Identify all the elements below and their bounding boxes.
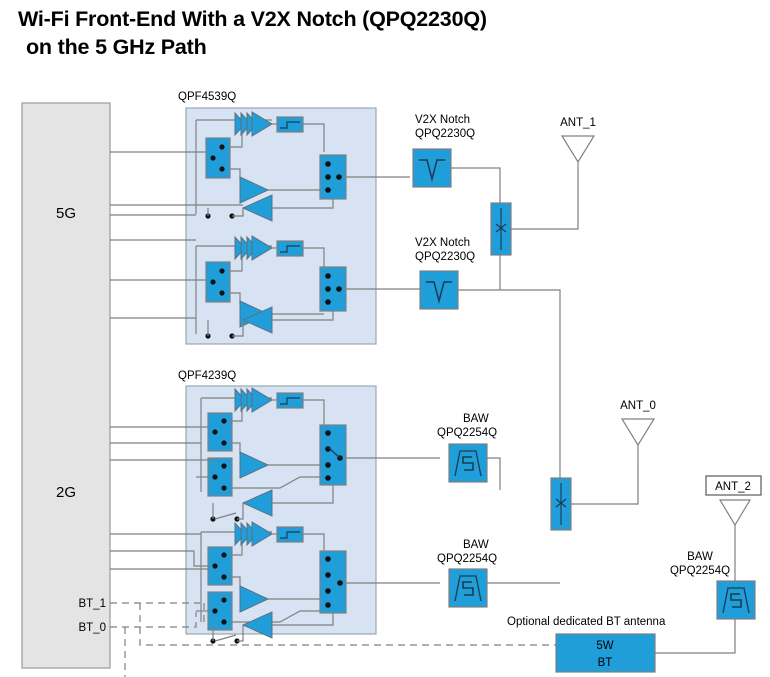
antenna-ant-2: ANT_2 bbox=[655, 475, 762, 654]
pin-bt-0-label: BT_0 bbox=[79, 622, 107, 634]
bt-routing bbox=[110, 602, 600, 677]
chain-5g-2 bbox=[110, 235, 420, 339]
coupler-5g-2 bbox=[276, 240, 304, 257]
switch-input-5g-1 bbox=[205, 137, 231, 179]
bt-block-line2: BT bbox=[598, 657, 613, 669]
notch-filter-icon bbox=[419, 159, 445, 182]
module-qpf4239q bbox=[110, 385, 440, 644]
chain-2g-2 bbox=[110, 521, 440, 644]
antenna-ant-0: ANT_0 bbox=[620, 400, 656, 462]
filter-baw-bt-line2: QPQ2254Q bbox=[670, 565, 730, 577]
filter-v2x-notch-bottom-line1: V2X Notch bbox=[415, 237, 470, 249]
switch-input-2g-1b bbox=[207, 457, 233, 497]
filter-baw-top: BAW QPQ2254Q bbox=[437, 413, 501, 490]
switch-input-5g-2 bbox=[205, 261, 231, 303]
source-block-5g: 5G 2G bbox=[21, 102, 111, 669]
chain-2g-1 bbox=[110, 387, 440, 522]
bt-note-label: Optional dedicated BT antenna bbox=[507, 616, 666, 628]
filter-v2x-notch-top: V2X Notch QPQ2230Q bbox=[412, 114, 501, 208]
coupler-5g-1 bbox=[276, 116, 304, 133]
antenna-ant-0-label: ANT_0 bbox=[620, 400, 656, 412]
switch-input-2g-2b bbox=[207, 591, 233, 631]
filter-v2x-notch-bottom-line2: QPQ2230Q bbox=[415, 251, 475, 263]
bt-block-line1: 5W bbox=[596, 640, 613, 652]
diplexer-ant1 bbox=[490, 168, 579, 290]
band-2g-label: 2G bbox=[56, 484, 76, 501]
filter-baw-bt: BAW QPQ2254Q bbox=[670, 551, 756, 620]
filter-baw-bt-line1: BAW bbox=[687, 551, 713, 563]
antenna-ant-1: ANT_1 bbox=[560, 117, 596, 168]
band-5g-label: 5G bbox=[56, 205, 76, 222]
filter-baw-bottom-line2: QPQ2254Q bbox=[437, 553, 497, 565]
filter-v2x-notch-top-line1: V2X Notch bbox=[415, 114, 470, 126]
antenna-ant-2-label: ANT_2 bbox=[715, 481, 751, 493]
module-qpf4239q-label: QPF4239Q bbox=[178, 370, 236, 382]
notch-filter-icon bbox=[426, 281, 452, 304]
coupler-2g-2 bbox=[276, 526, 304, 543]
page-title-line-1: Wi-Fi Front-End With a V2X Notch (QPQ223… bbox=[18, 7, 487, 31]
pa-2g-2 bbox=[234, 521, 273, 547]
switch-ant-5g-1 bbox=[319, 154, 347, 200]
filter-baw-bottom: BAW QPQ2254Q bbox=[437, 539, 560, 608]
baw-filter-icon bbox=[454, 575, 482, 602]
filter-v2x-notch-top-line2: QPQ2230Q bbox=[415, 128, 475, 140]
filter-baw-top-line2: QPQ2254Q bbox=[437, 427, 497, 439]
filter-v2x-notch-bottom: V2X Notch QPQ2230Q bbox=[415, 237, 561, 500]
switch-ant-5g-2 bbox=[319, 266, 347, 312]
filter-baw-bottom-line1: BAW bbox=[463, 539, 489, 551]
page-title-line-2: on the 5 GHz Path bbox=[26, 34, 207, 59]
bt-block: Optional dedicated BT antenna 5W BT bbox=[507, 616, 666, 673]
diplexer-ant0 bbox=[550, 462, 639, 531]
switch-input-2g-1a bbox=[207, 412, 233, 452]
pa-2g-1 bbox=[234, 387, 273, 413]
switch-ant-2g-1 bbox=[319, 424, 347, 486]
coupler-2g-1 bbox=[276, 392, 304, 409]
baw-filter-icon bbox=[722, 587, 750, 614]
module-qpf4539q bbox=[110, 107, 420, 345]
chain-5g-1 bbox=[110, 111, 410, 222]
pin-bt-1-label: BT_1 bbox=[79, 598, 107, 610]
switch-input-2g-2a bbox=[207, 546, 233, 586]
baw-filter-icon bbox=[454, 450, 482, 477]
filter-baw-top-line1: BAW bbox=[463, 413, 489, 425]
page-title: Wi-Fi Front-End With a V2X Notch (QPQ223… bbox=[18, 6, 758, 61]
pa-5g-2 bbox=[234, 235, 273, 261]
antenna-ant-1-label: ANT_1 bbox=[560, 117, 596, 129]
pa-5g-1 bbox=[234, 111, 273, 137]
module-qpf4539q-label: QPF4539Q bbox=[178, 91, 236, 103]
